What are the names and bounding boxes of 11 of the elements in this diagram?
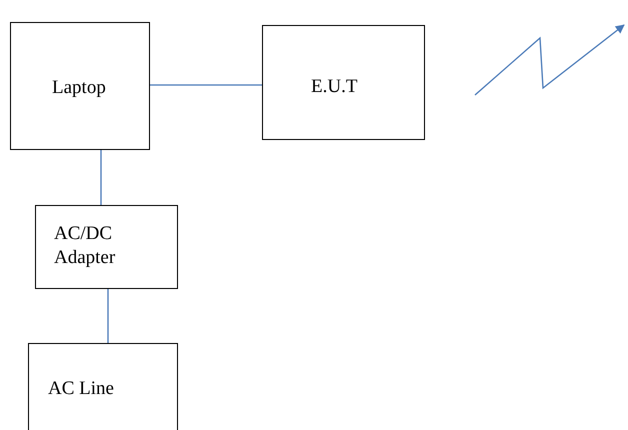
- connector-line: [150, 84, 262, 86]
- block-box: [262, 25, 425, 140]
- connector-line: [107, 289, 109, 343]
- block-box: [35, 205, 178, 289]
- block-label: Laptop: [52, 76, 106, 100]
- block-label: E.U.T: [311, 75, 358, 99]
- block-label: AC Line: [48, 377, 114, 401]
- block-box: [10, 22, 150, 150]
- connector-line: [100, 150, 102, 205]
- block-box: [28, 343, 178, 430]
- block-label: AC/DC Adapter: [54, 222, 116, 270]
